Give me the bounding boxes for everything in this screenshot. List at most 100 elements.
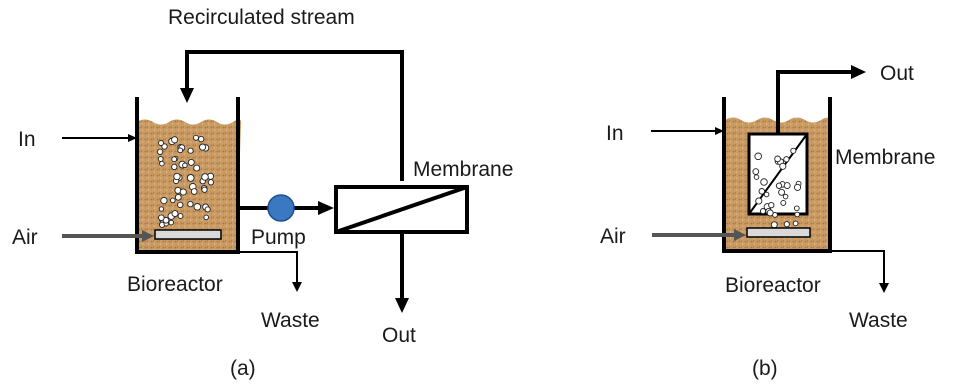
bubble (790, 147, 797, 154)
diagram-a-caption: (a) (230, 357, 256, 380)
bubble (174, 193, 182, 201)
membrane-a-label: Membrane (413, 158, 513, 181)
bubble (156, 148, 164, 155)
bubble (187, 200, 194, 208)
bioreactor-a-tank (135, 97, 240, 254)
air-a-arrowhead (142, 230, 154, 242)
bubble (203, 214, 209, 221)
bubble (173, 172, 181, 181)
bubble (766, 209, 774, 217)
bubble (177, 147, 184, 154)
bubble (158, 206, 165, 212)
waste-a-label: Waste (261, 309, 320, 332)
waste-b-line (830, 250, 885, 286)
bubble (198, 135, 205, 143)
outlet-a-arrowhead (395, 298, 409, 313)
waste-b-label: Waste (849, 309, 908, 332)
bubble (755, 197, 763, 205)
bubble (793, 205, 800, 212)
waste-b-arrowhead (879, 283, 889, 293)
inlet-a-arrowhead (128, 134, 137, 142)
bubble (207, 179, 215, 186)
bubble (782, 193, 789, 200)
outlet-b-label: Out (880, 62, 914, 85)
bubble (780, 199, 787, 206)
bubble (783, 182, 791, 190)
air-b-arrowhead (734, 229, 746, 241)
diagram-a: In Air Recirculated stream Pump Membrane… (12, 6, 513, 380)
air-a-label: Air (12, 226, 38, 249)
outlet-a-label: Out (382, 324, 416, 347)
bubble (177, 213, 184, 219)
diagram-b-caption: (b) (752, 357, 778, 380)
bubble (775, 182, 783, 189)
bubble (159, 160, 165, 167)
bubble (158, 214, 165, 221)
bubble (774, 155, 781, 163)
bubble (752, 168, 760, 175)
bubble (760, 178, 768, 186)
bubble (186, 174, 195, 182)
waste-a-arrowhead (292, 282, 302, 292)
bubble (157, 156, 164, 162)
pump-icon (267, 194, 295, 222)
waste-a-line (238, 251, 298, 285)
bubble (193, 164, 201, 172)
bioreactor-b-tank (722, 97, 832, 253)
bubble (758, 188, 766, 195)
bubble (177, 201, 184, 209)
membrane-a-diagonal (335, 185, 468, 234)
bubble (179, 188, 187, 196)
bubble (161, 143, 168, 150)
feed-arrowhead-a (318, 201, 334, 215)
bubble (770, 221, 778, 229)
bubble (204, 206, 211, 213)
bubble (171, 136, 179, 144)
bubble (199, 143, 207, 151)
bubble (171, 163, 178, 171)
bubble (182, 162, 188, 169)
air-b-label: Air (600, 225, 626, 248)
bubble (763, 191, 770, 198)
bubble (168, 219, 174, 226)
pump-label: Pump (251, 226, 306, 249)
bubble (778, 188, 786, 196)
bubble (793, 183, 802, 191)
bubble (160, 196, 168, 205)
inlet-a-label: In (18, 128, 36, 151)
inlet-b-arrowhead (715, 127, 724, 135)
bubble (170, 197, 176, 204)
bubble (754, 152, 762, 161)
bubble (768, 201, 775, 209)
bubble (171, 210, 179, 218)
bubble (783, 221, 790, 228)
bubble (187, 147, 194, 154)
bubble (193, 203, 202, 211)
outlet-b-arrowhead (851, 65, 866, 79)
diagram-b: Out In Air Membrane Bioreactor Waste (b) (600, 62, 935, 380)
bubble (753, 174, 760, 180)
bubble (193, 134, 199, 141)
bubble (158, 140, 164, 146)
bubble (792, 220, 799, 227)
membrane-b-label: Membrane (835, 146, 935, 169)
outlet-b-line (776, 70, 853, 134)
diffuser-b (746, 227, 811, 238)
bioreactor-a-label: Bioreactor (127, 273, 223, 296)
diffuser-a (154, 229, 222, 240)
inlet-b-label: In (606, 122, 624, 145)
bubble (171, 156, 178, 163)
recirculation-line (185, 50, 404, 181)
recirculation-arrowhead (180, 88, 194, 103)
bubbles-a (156, 134, 215, 228)
bubble (187, 158, 195, 166)
bubbles-b (752, 147, 802, 229)
bubble (190, 188, 198, 195)
bubble (794, 211, 800, 218)
bubble (201, 173, 209, 181)
bubble (201, 186, 208, 193)
bubble (779, 162, 787, 170)
recirculated-label: Recirculated stream (168, 6, 355, 29)
bubble (783, 156, 790, 163)
